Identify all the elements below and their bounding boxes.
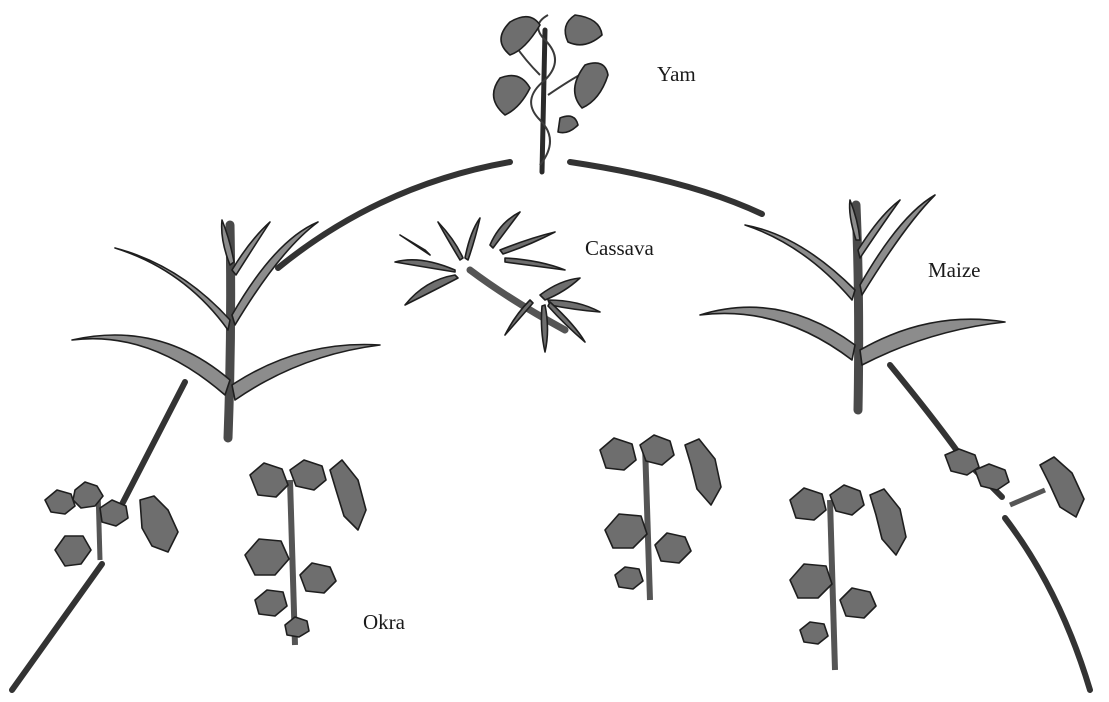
ridge-segment-left-upper	[118, 382, 185, 512]
cassava-plant	[395, 212, 600, 352]
ridge-segment-top-left	[278, 162, 510, 268]
yam-leaf-left	[494, 76, 530, 115]
okra-plant-2	[245, 460, 366, 645]
ridge-segment-top-right	[570, 162, 762, 214]
okra-plant-5	[945, 449, 1084, 517]
ridge-segment-left-lower	[12, 564, 102, 690]
cassava-label: Cassava	[585, 236, 654, 261]
cassava-leaves	[395, 212, 600, 352]
ridge-outline	[12, 162, 1090, 690]
maize-label: Maize	[928, 258, 980, 283]
yam-plant	[494, 15, 608, 172]
okra-plant-4	[790, 485, 906, 670]
yam-label: Yam	[657, 62, 696, 87]
yam-leaf-small	[558, 116, 578, 133]
okra-plant-1	[45, 482, 178, 566]
maize-plant-right	[700, 195, 1005, 410]
yam-leaf-top	[501, 17, 540, 55]
okra-plant-3	[600, 435, 721, 600]
ridge-segment-right-upper	[890, 365, 960, 455]
yam-leaf-top-right	[565, 15, 602, 45]
okra-label: Okra	[363, 610, 405, 635]
yam-leaf-right	[575, 63, 608, 108]
maize-plant-left	[72, 220, 380, 438]
yam-stake	[542, 30, 545, 172]
ridge-segment-right-lower	[1005, 518, 1090, 690]
